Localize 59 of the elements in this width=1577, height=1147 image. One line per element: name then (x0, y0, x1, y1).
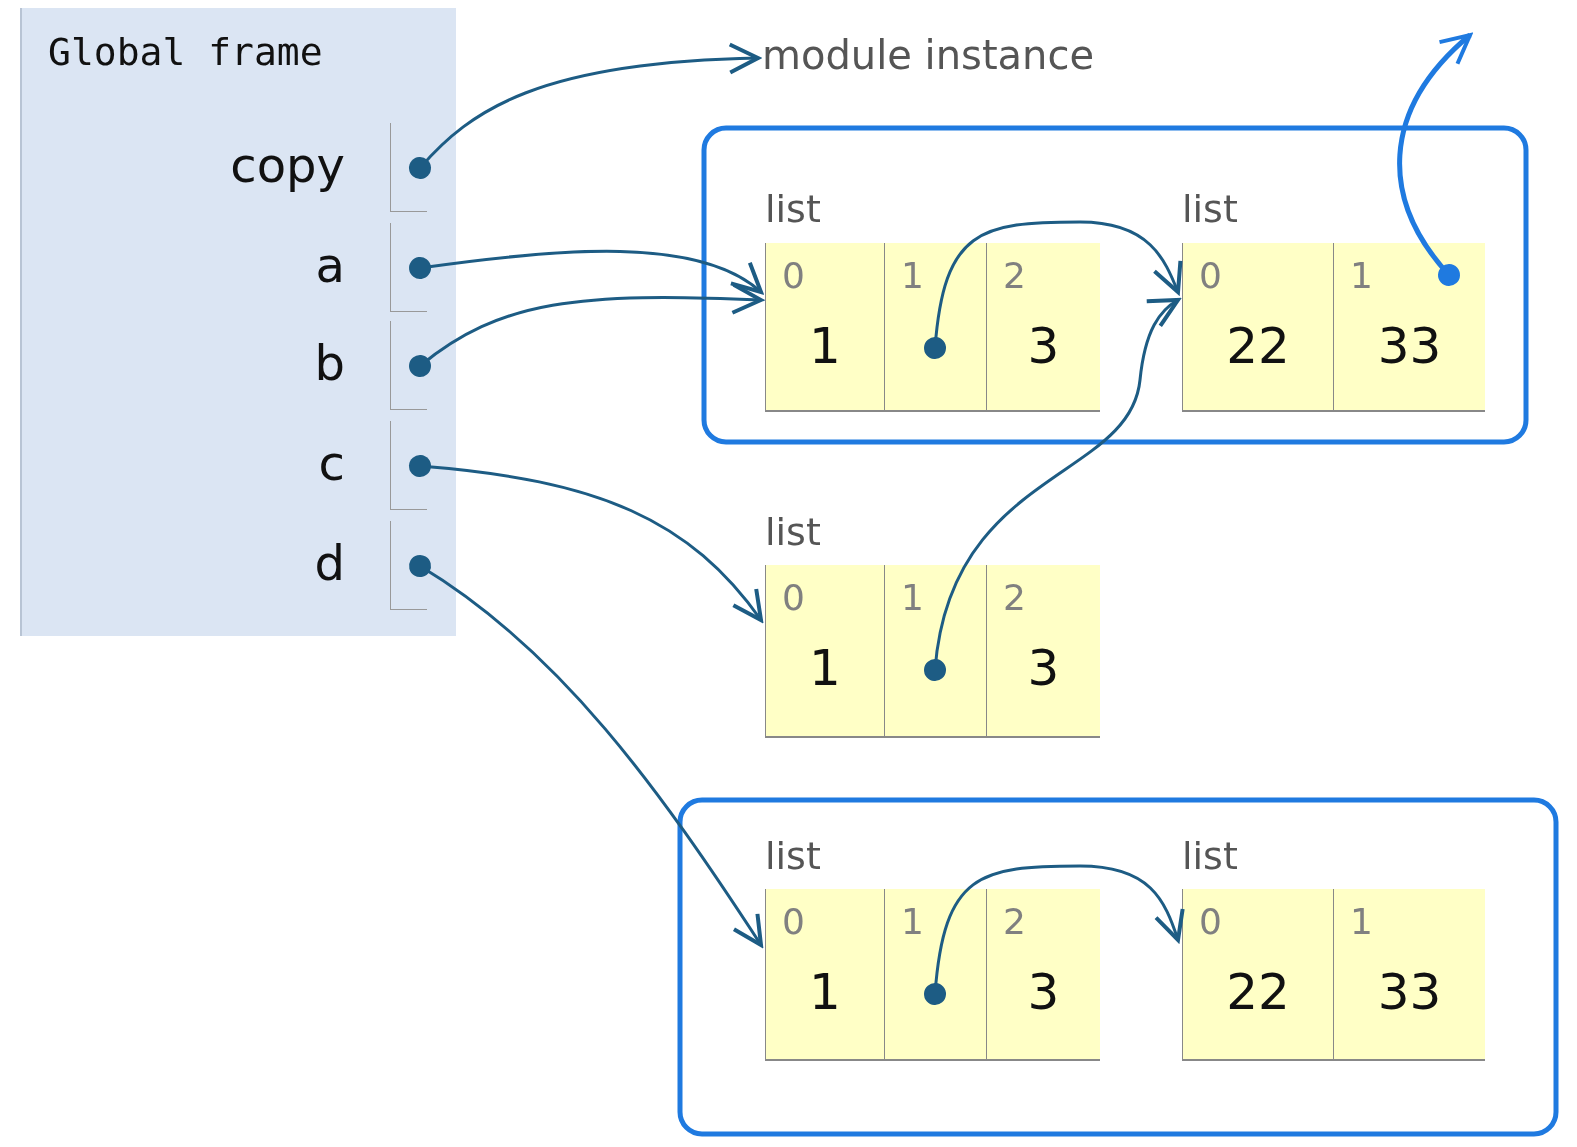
list-cell (884, 243, 986, 412)
variable-name: d (314, 535, 345, 591)
object-type-label: list (1182, 187, 1238, 231)
pointer-arrow (409, 43, 760, 179)
list-cell (986, 565, 1100, 738)
cell-index: 2 (1003, 577, 1026, 618)
pointer-arrow (409, 250, 763, 294)
cell-value: 1 (808, 963, 842, 1021)
object-label: module instance (762, 32, 1152, 84)
pointer-arrow (409, 455, 763, 622)
cell-index: 1 (901, 901, 924, 942)
list-cell (1333, 889, 1485, 1061)
list-cell (986, 243, 1100, 412)
cell-value: 1 (808, 317, 842, 375)
pointer-arrow (409, 555, 763, 947)
list-cell (765, 565, 884, 738)
cell-index: 1 (1350, 901, 1373, 942)
pointer-arrow (924, 220, 1183, 359)
cell-index: 1 (1350, 255, 1373, 296)
cell-index: 2 (1003, 255, 1026, 296)
list-cell (986, 889, 1100, 1061)
variable-name: copy (230, 137, 345, 193)
cell-value: 3 (1026, 317, 1061, 375)
cell-value: 33 (1376, 317, 1443, 375)
cell-value: 22 (1225, 963, 1291, 1021)
list-cell (765, 889, 884, 1061)
cell-index: 0 (1199, 255, 1222, 296)
object-type-label: list (765, 834, 821, 878)
frame-title: Global frame (48, 30, 323, 74)
list-cell (884, 889, 986, 1061)
variable-name: b (314, 335, 345, 391)
cell-value: 3 (1026, 639, 1061, 697)
cell-value: 33 (1376, 963, 1443, 1021)
cell-index: 0 (1199, 901, 1222, 942)
hand-drawn-outline (700, 124, 1530, 446)
cell-index: 0 (782, 901, 805, 942)
pointer-arrow (924, 298, 1180, 681)
list-cell (1333, 243, 1485, 412)
list-cell (1182, 243, 1333, 412)
hand-drawn-outline (676, 796, 1560, 1138)
list-cell (884, 565, 986, 738)
cell-value: 1 (808, 639, 842, 697)
object-type-label: list (765, 510, 821, 554)
object-type-label: list (765, 187, 821, 231)
cell-value: 22 (1225, 317, 1291, 375)
cell-value: 3 (1026, 963, 1061, 1021)
cell-index: 1 (901, 577, 924, 618)
pointer-arrow (1397, 33, 1472, 286)
cell-index: 1 (901, 255, 924, 296)
cell-index: 0 (782, 577, 805, 618)
pointer-arrow (924, 864, 1185, 1005)
list-cell (765, 243, 884, 412)
object-type-label: list (1182, 834, 1238, 878)
cell-index: 0 (782, 255, 805, 296)
list-cell (1182, 889, 1333, 1061)
variable-name: c (318, 435, 345, 491)
cell-index: 2 (1003, 901, 1026, 942)
frame-panel (20, 8, 456, 636)
variable-name: a (315, 237, 345, 293)
